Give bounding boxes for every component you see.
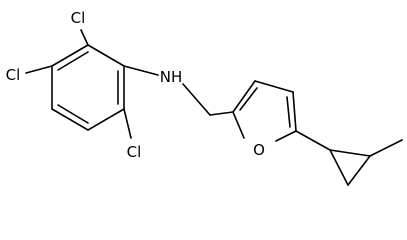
cyclopropyl-ring: [329, 149, 371, 186]
bond-c3-c4: [87, 108, 125, 131]
bond-c1-c2: [87, 44, 125, 67]
chlorine-label-top: Cl: [71, 9, 86, 27]
bond-c4-c5-inner: [57, 104, 89, 124]
oxygen-label: O: [253, 141, 265, 159]
bond-f5-o: [275, 130, 297, 142]
bond-f2-f3: [232, 80, 256, 113]
bond-cp3-cp1: [329, 149, 349, 186]
bond-cp2-cp3: [347, 155, 371, 186]
bond-ch2-furan: [209, 111, 234, 116]
benzene-ring: [51, 44, 125, 131]
amine-label: NH: [160, 68, 183, 86]
bond-f4-f5-inner: [286, 96, 291, 128]
bond-c6-cl: [25, 65, 53, 74]
bond-f4-f5: [292, 91, 297, 132]
bond-c3-cl: [123, 108, 132, 139]
bond-o-f2: [232, 111, 245, 139]
chlorine-label-bottom: Cl: [127, 143, 142, 161]
bond-furan-cyclopropyl: [295, 130, 331, 151]
furan-ring: [232, 80, 297, 142]
bond-f2-f3-inner: [239, 87, 258, 111]
bond-ring-nh: [123, 65, 159, 76]
chlorine-label-left: Cl: [6, 66, 21, 84]
bond-c1-cl: [80, 29, 89, 46]
bond-f3-f4: [254, 80, 294, 93]
molecule-drawing: Cl Cl Cl NH O: [6, 9, 403, 186]
bond-methyl: [369, 139, 403, 157]
bond-c6-c1-inner: [57, 51, 89, 71]
bond-c6-c1: [51, 44, 89, 67]
bond-nh-ch2: [182, 83, 211, 116]
bond-cp1-cp2: [329, 149, 371, 157]
bond-c4-c5: [51, 108, 89, 131]
structure-canvas: Cl Cl Cl NH O: [6, 9, 403, 186]
